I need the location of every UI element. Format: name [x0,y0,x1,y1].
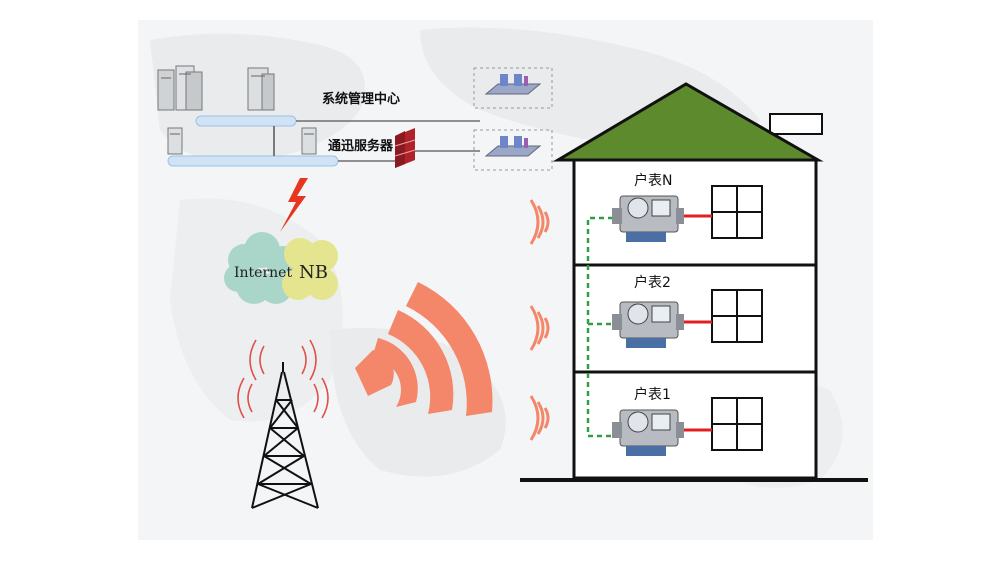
comm-server-label: 通迅服务器 [328,139,394,154]
cell-tower-icon [251,362,319,509]
water-meter-icon [612,195,684,242]
tower-signal-waves [237,339,329,419]
server-icon [157,65,203,111]
window-icon [711,289,763,343]
management-center-label: 系统管理中心 [322,92,401,107]
nb-cloud [282,238,338,300]
workstation-icon [473,129,553,171]
window-icon [711,185,763,239]
chimney [769,113,823,135]
wall-signal-waves [529,199,550,441]
big-signal-wave [355,282,493,416]
server-icon [167,127,183,155]
meter-label-n: 户表N [634,173,673,189]
window-icon [711,397,763,451]
workstation-icon [473,67,553,109]
server-network [167,115,480,167]
meter-label-2: 户表2 [634,275,671,291]
server-icon [301,127,317,155]
internet-label: Internet [234,265,293,281]
lower-server-bus [167,155,339,167]
meter-label-1: 户表1 [634,387,671,403]
upper-server-bus [195,115,297,127]
water-meter-icon [612,301,684,348]
water-meter-icon [612,409,684,456]
firewall-icon [394,128,416,168]
server-icon [247,67,275,111]
nb-label: NB [299,262,328,283]
